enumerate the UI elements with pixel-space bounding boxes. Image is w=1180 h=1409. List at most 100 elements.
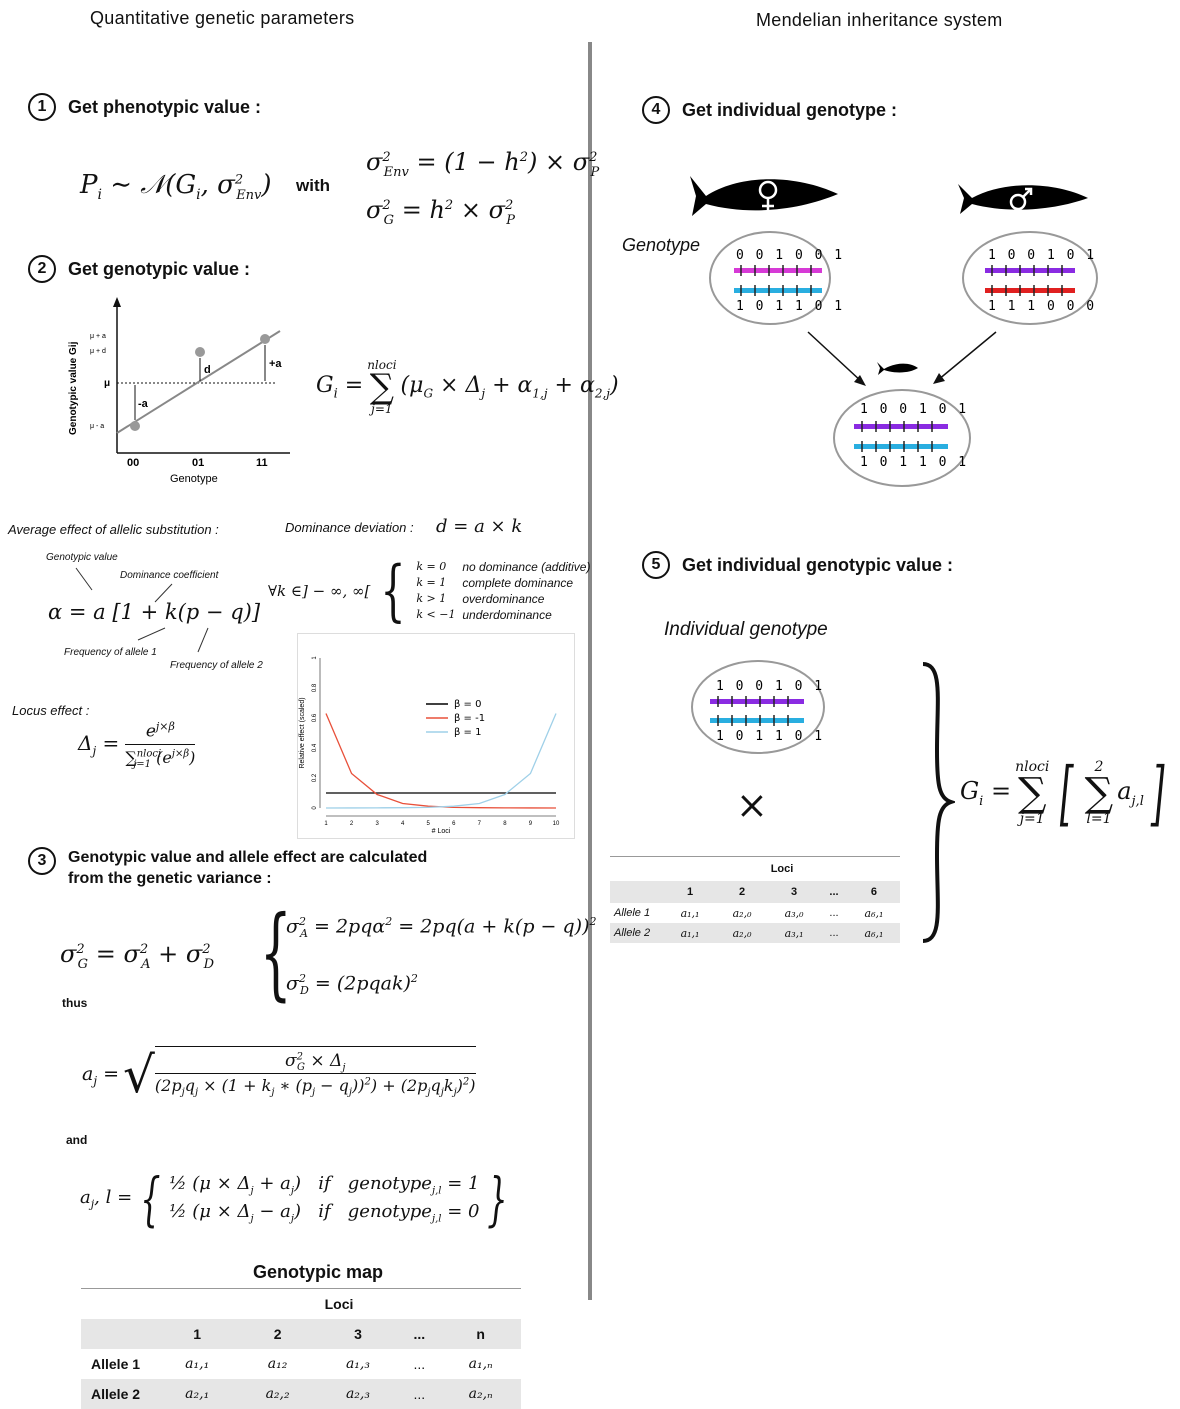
case-complete-dominance: complete dominance — [462, 576, 573, 590]
env-variance-formula: σ2Env = (1 − h2) × σ2P — [366, 148, 599, 180]
allele-effect-formula: aj = √ σ2G × Δj (2pjqj × (1 + kj ∗ (pj −… — [82, 1050, 476, 1100]
plot-ylabel: Genotypic value Gij — [68, 341, 79, 435]
case-underdominance: underdominance — [462, 608, 551, 622]
map-header: n — [440, 1319, 521, 1349]
genotypic-value-plot: -a d +a μ + a μ + d μ μ - a 00 01 11 Gen… — [60, 295, 300, 490]
case-no-dominance: no dominance (additive) — [462, 560, 590, 574]
chart-ytick-label: 0.8 — [312, 683, 318, 692]
plus-a-label: +a — [269, 358, 282, 370]
individual-top-bits: 1 0 0 1 0 1 — [716, 679, 824, 694]
offspring-top-bits: 1 0 0 1 0 1 — [860, 402, 968, 417]
allele-value-formula: aj, l = { ½ (μ × Δj + aj) if genotypej,l… — [80, 1170, 516, 1228]
table-row: Allele 1 a₁,₁ a₁₂ a₁,₃ ... a₁,ₙ — [81, 1349, 521, 1379]
dominance-deviation-formula: d = a × k — [436, 516, 522, 537]
freq-allele1-note: Frequency of allele 1 — [64, 647, 157, 658]
table-cell: a₂,₀ — [716, 903, 768, 923]
inheritance-diagram: 0 0 1 0 0 1 1 0 1 1 0 1 1 0 0 1 0 1 1 1 … — [600, 160, 1160, 500]
individual-chrom-top — [710, 699, 804, 704]
chart-legend-label: β = -1 — [454, 713, 485, 724]
table-cell: ... — [820, 903, 848, 923]
right-title: Mendelian inheritance system — [756, 10, 1003, 31]
individual-bottom-bits: 1 0 1 1 0 1 — [716, 729, 824, 744]
left-title: Quantitative genetic parameters — [90, 8, 354, 29]
column-separator — [588, 42, 592, 1300]
table-cell: a₁,₁ — [157, 1349, 237, 1379]
male-top-bits: 1 0 0 1 0 1 — [988, 248, 1096, 263]
step1-heading: 1 Get phenotypic value : — [28, 93, 261, 121]
table-cell: a₆,₁ — [848, 903, 900, 923]
female-chrom-bottom — [734, 288, 822, 293]
step4-number: 4 — [642, 96, 670, 124]
chart-xtick-label: 1 — [324, 821, 328, 827]
chart-ytick-label: 0.6 — [312, 713, 318, 722]
chart-xtick-label: 7 — [478, 821, 482, 827]
chart-xtick-label: 5 — [427, 821, 431, 827]
chart-series-line — [326, 714, 556, 808]
chart-ytick-label: 0.4 — [312, 743, 318, 752]
offspring-bottom-bits: 1 0 1 1 0 1 — [860, 455, 968, 470]
map-header: ... — [398, 1319, 440, 1349]
times-symbol: × — [736, 783, 768, 827]
table-cell: a₃,₁ — [768, 923, 820, 943]
variance-decomposition: σ2G = σ2A + σ2D — [60, 940, 214, 972]
point-11 — [260, 334, 270, 344]
individual-genotypic-value-formula: Gi = nloci ∑ j=1 [ 2 ∑ l=1 aj,l ] — [960, 758, 1171, 828]
ytick-mu-minus-a: μ - a — [90, 423, 104, 430]
female-fish-icon — [690, 176, 838, 216]
plot-xlabel: Genotype — [170, 473, 218, 485]
additive-variance-formula: σ2A = 2pqα2 = 2pq(a + k(p − q))2 — [286, 915, 596, 940]
genotypic-map-loci: Loci — [157, 1289, 521, 1320]
female-chrom-top — [734, 268, 822, 273]
freq-allele2-note: Frequency of allele 2 — [170, 660, 263, 671]
table-row: Allele 1 a₁,₁ a₂,₀ a₃,₀ ... a₆,₁ — [610, 903, 900, 923]
step2-heading: 2 Get genotypic value : — [28, 255, 250, 283]
small-genotypic-map: Loci 1 2 3 ... 6 Allele 1 a₁,₁ a₂,₀ a₃,₀… — [610, 856, 900, 943]
small-map-header: 2 — [716, 881, 768, 903]
chart-xtick-label: 10 — [553, 821, 560, 827]
row-label: Allele 1 — [610, 903, 664, 923]
and-word: and — [66, 1133, 87, 1147]
offspring-chrom-bottom — [854, 444, 948, 449]
table-cell: a₂,₂ — [237, 1379, 317, 1409]
small-map-header: ... — [820, 881, 848, 903]
step3-number: 3 — [28, 847, 56, 875]
d-label: d — [204, 364, 211, 376]
step2-number: 2 — [28, 255, 56, 283]
ytick-mu-plus-a: μ + a — [90, 333, 106, 340]
step5-heading: 5 Get individual genotypic value : — [642, 551, 953, 579]
avg-effect-label: Average effect of allelic substitution : — [8, 522, 219, 537]
step2-title: Get genotypic value : — [68, 259, 250, 280]
step5-number: 5 — [642, 551, 670, 579]
table-cell: a₁,ₙ — [440, 1349, 521, 1379]
chart-xlabel: # Loci — [432, 828, 451, 835]
chart-legend-label: β = 1 — [454, 727, 481, 738]
male-fish-icon — [958, 184, 1088, 214]
chart-legend-label: β = 0 — [454, 699, 481, 710]
step1-number: 1 — [28, 93, 56, 121]
genotypic-map-table: Loci 1 2 3 ... n Allele 1 a₁,₁ a₁₂ a₁,₃ … — [81, 1288, 521, 1409]
dominance-variance-formula: σ2D = (2pqak)2 — [286, 972, 418, 997]
small-map-header: 3 — [768, 881, 820, 903]
xtick-01: 01 — [192, 457, 204, 469]
table-cell: a₂,₁ — [157, 1379, 237, 1409]
thus-word: thus — [62, 996, 87, 1010]
step4-title: Get individual genotype : — [682, 100, 897, 121]
male-to-offspring-arrow — [938, 332, 996, 380]
locus-effect-formula: Δj = ej×β ∑nlocij=1 (ej×β) — [78, 720, 195, 770]
small-map-loci: Loci — [664, 857, 900, 882]
chart-xtick-label: 9 — [529, 821, 533, 827]
small-map-header: 6 — [848, 881, 900, 903]
individual-chrom-bottom — [710, 718, 804, 723]
plot-y-arrow — [113, 297, 121, 307]
chart-series-line — [326, 714, 556, 808]
chart-xtick-label: 2 — [350, 821, 354, 827]
dominance-deviation-label: Dominance deviation : — [285, 520, 414, 535]
point-01 — [195, 347, 205, 357]
table-cell: ... — [398, 1349, 440, 1379]
regression-line — [117, 331, 280, 433]
chart-xtick-label: 8 — [503, 821, 507, 827]
chart-xtick-label: 6 — [452, 821, 456, 827]
individual-genotype-graphic: 1 0 0 1 0 1 1 0 1 1 0 1 — [680, 655, 840, 765]
ytick-mu: μ — [104, 378, 110, 389]
